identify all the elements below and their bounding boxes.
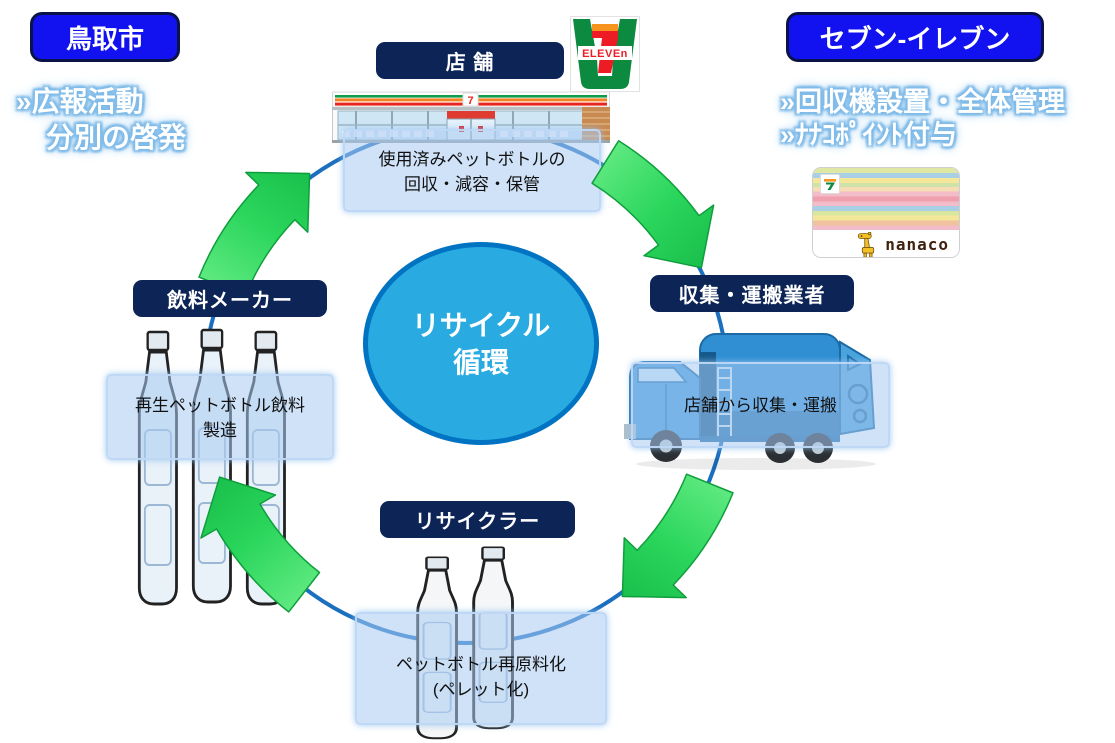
recycler-caption-line1: ペットボトル再原料化: [396, 655, 566, 674]
recycler-caption-box: ペットボトル再原料化 (ペレット化): [355, 612, 607, 725]
nanaco-brand-text: nanaco: [885, 235, 949, 254]
recycler-label-text: リサイクラー: [414, 511, 541, 533]
recycler-caption-line2: (ペレット化): [432, 680, 530, 699]
store-fascia-seven: 7: [467, 95, 473, 107]
seven-eleven-title: セブン-イレブン: [819, 23, 1011, 54]
nanaco-card-stripes: [813, 168, 959, 230]
seven-and-i-icon: [820, 174, 840, 194]
store-caption-line2: 回収・減容・保管: [404, 175, 540, 194]
nanaco-giraffe-icon: [858, 231, 875, 257]
collector-label: 収集・運搬業者: [650, 275, 854, 312]
tottori-activity-line1: »広報活動: [16, 86, 144, 117]
collector-label-text: 収集・運搬業者: [678, 285, 826, 307]
seven-eleven-box: セブン-イレブン: [786, 12, 1044, 62]
store-label: 店 舗: [376, 42, 564, 79]
collector-caption-box: 店舗から収集・運搬: [631, 362, 890, 448]
maker-label: 飲料メーカー: [133, 280, 327, 317]
seven-eleven-logo: ELEVEn: [570, 16, 640, 92]
maker-caption-line1: 再生ペットボトル飲料: [135, 396, 305, 415]
center-circle: リサイクル 循環: [363, 242, 599, 445]
collector-caption-line1: 店舗から収集・運搬: [684, 395, 837, 415]
tottori-activity-line2: 分別の啓発: [46, 122, 187, 153]
store-label-text: 店 舗: [445, 52, 495, 74]
center-circle-line1: リサイクル: [411, 309, 551, 341]
nanaco-card-band: nanaco: [813, 230, 959, 257]
maker-caption-line2: 製造: [203, 421, 237, 440]
maker-label-text: 飲料メーカー: [167, 290, 293, 312]
recycler-label: リサイクラー: [380, 501, 575, 538]
seven-activity-line1: »回収機設置・全体管理: [780, 87, 1066, 117]
seven-eleven-logo-text: ELEVEn: [582, 48, 628, 60]
store-caption-line1: 使用済みペットボトルの: [378, 150, 566, 169]
nanaco-card: nanaco: [812, 167, 960, 258]
store-caption-box: 使用済みペットボトルの 回収・減容・保管: [343, 129, 601, 212]
tottori-city-title: 鳥取市: [65, 23, 144, 54]
seven-eleven-activities: »回収機設置・全体管理 »ﾅﾅｺﾎﾟｲﾝﾄ付与: [780, 86, 1065, 152]
tottori-city-box: 鳥取市: [30, 12, 180, 62]
center-circle-line2: 循環: [452, 346, 509, 378]
maker-bottles-illustration: [137, 328, 286, 606]
tottori-activities: »広報活動 分別の啓発: [16, 84, 186, 156]
maker-caption-box: 再生ペットボトル飲料 製造: [106, 374, 334, 460]
seven-activity-line2: »ﾅﾅｺﾎﾟｲﾝﾄ付与: [780, 120, 958, 150]
